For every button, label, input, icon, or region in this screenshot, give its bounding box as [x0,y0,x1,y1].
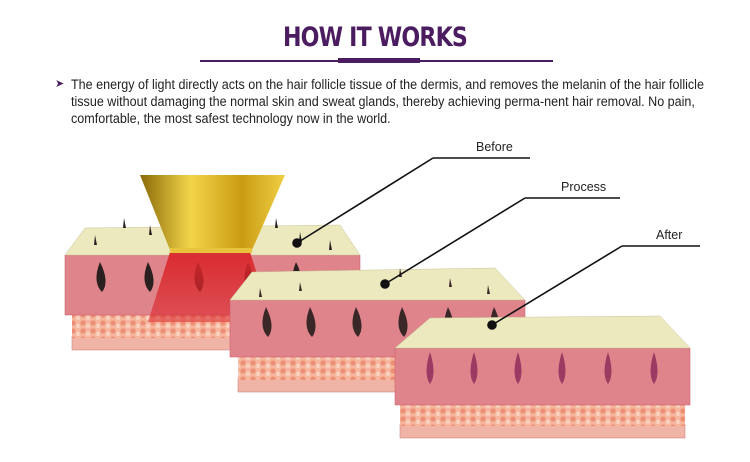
description-text: The energy of light directly acts on the… [71,77,704,126]
process-callout-line [384,197,526,285]
label-after: After [656,228,683,242]
page-title: HOW IT WORKS [282,22,468,53]
label-process: Process [561,180,607,194]
after-callout-line [491,245,623,326]
title-underline-accent [338,58,420,63]
label-before: Before [476,140,513,154]
before-callout-line [296,157,434,244]
skin-block-after [394,315,691,439]
triangle-right-icon: ➤ [55,78,65,90]
applicator-head [140,175,285,250]
